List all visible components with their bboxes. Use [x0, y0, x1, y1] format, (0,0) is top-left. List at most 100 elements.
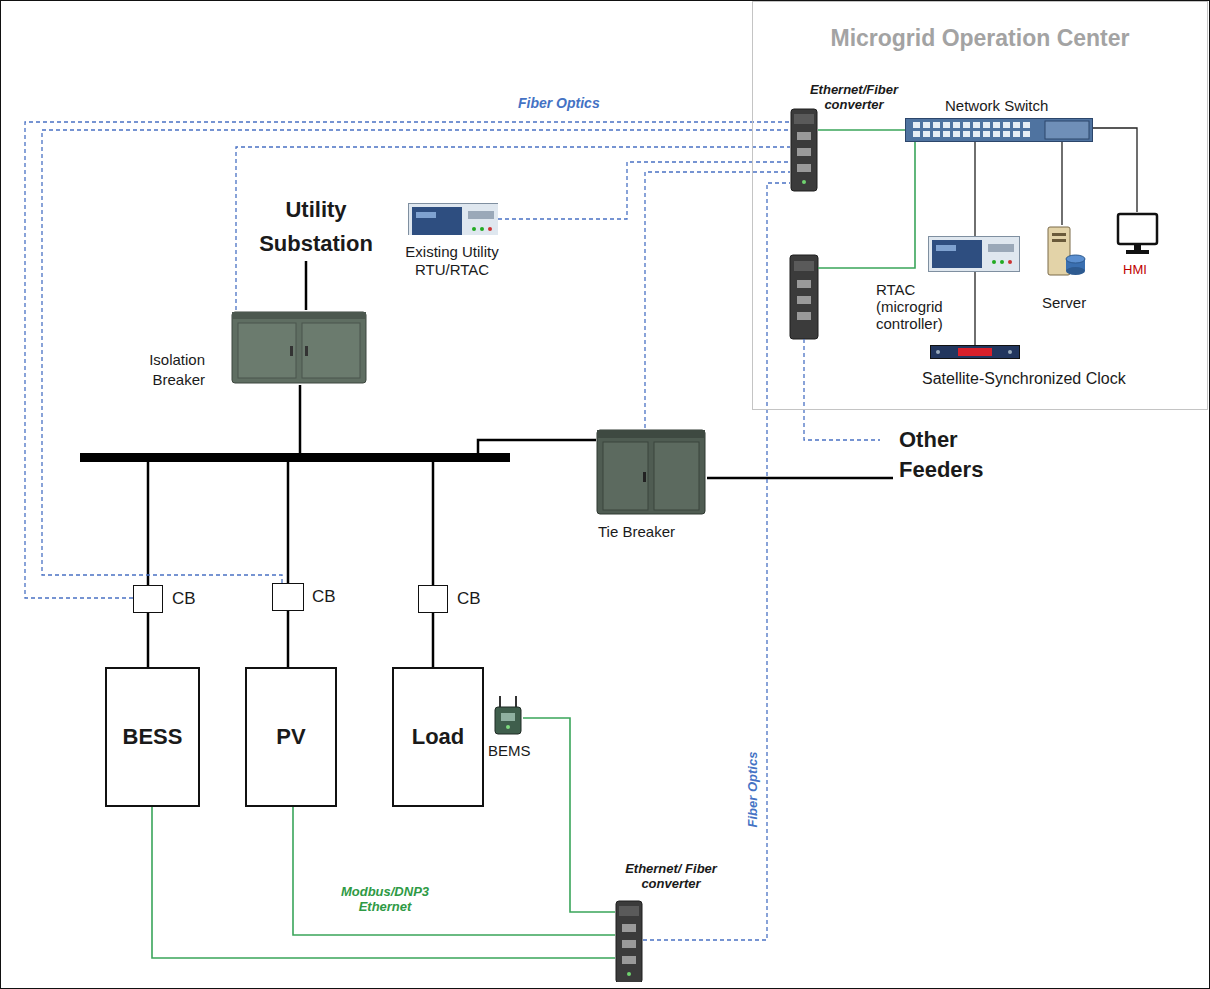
- connector-line: [25, 122, 790, 598]
- power-line: [299, 385, 302, 454]
- hmi-monitor-icon-part: [1134, 244, 1141, 250]
- wire-label: Fiber Optics: [518, 95, 618, 111]
- network-switch-icon-part: [973, 131, 980, 137]
- connector-line: [974, 142, 975, 236]
- node-label: BESS: [123, 724, 183, 750]
- isolation-breaker-icon-part: [238, 323, 296, 378]
- sync-clock-icon-part: [958, 348, 992, 356]
- sync-clock-icon: [930, 345, 1020, 359]
- sync-clock-icon-part: [931, 346, 1020, 359]
- network-switch-icon-part: [953, 131, 960, 137]
- network-switch-icon-part: [963, 122, 970, 128]
- rtac-controller-icon-part: [1008, 260, 1012, 264]
- fiber-converter-icon-part: [622, 940, 636, 948]
- node-label: BEMS: [488, 742, 548, 760]
- utility-rtu-icon-part: [409, 204, 499, 236]
- rtac-controller-icon-part: [988, 244, 1014, 252]
- connector-line: [147, 613, 150, 667]
- network-switch-icon-part: [906, 119, 1093, 142]
- tie-breaker-icon-part: [654, 442, 699, 510]
- tie-breaker-icon: [595, 428, 707, 516]
- rtac-controller-icon-part: [992, 260, 996, 264]
- sync-clock-icon-part: [936, 350, 940, 354]
- node-label: PV: [276, 724, 305, 750]
- utility-rtu-icon-part: [480, 227, 484, 231]
- isolation-breaker-icon-part: [305, 346, 308, 356]
- node-label: Load: [412, 724, 465, 750]
- bems-gateway-icon: [493, 695, 523, 735]
- converter-icon: [790, 255, 818, 339]
- network-switch-icon-part: [983, 131, 990, 137]
- converter-port: [797, 312, 811, 320]
- network-switch-icon-part: [923, 131, 930, 137]
- network-switch-icon-part: [1013, 131, 1020, 137]
- server-computer-icon: [1045, 225, 1087, 277]
- fiber-converter-icon-part: [627, 972, 631, 976]
- operation-center-panel: Microgrid Operation CenterEthernet/Fiber…: [752, 1, 1208, 410]
- rtac-controller: RTAC (microgrid controller): [928, 236, 1020, 272]
- network-switch-icon: [905, 118, 1093, 142]
- network-switch: Network Switch: [905, 118, 1093, 142]
- network-switch-icon-part: [983, 122, 990, 128]
- server-computer-icon-part: [1052, 239, 1066, 242]
- fiber-wire: [804, 339, 880, 440]
- node-label: Existing Utility RTU/RTAC: [393, 243, 511, 279]
- node-label: CB: [457, 589, 489, 609]
- fiber-converter: Ethernet/ Fiber converter: [615, 900, 643, 982]
- server-computer-icon-part: [1066, 255, 1085, 263]
- tie-breaker-icon-part: [597, 430, 705, 438]
- tie-breaker-icon-part: [597, 430, 705, 514]
- node-label: CB: [312, 587, 352, 607]
- converter-port: [794, 261, 814, 271]
- circuit-breaker: CB: [272, 583, 304, 611]
- node-label: Microgrid Operation Center: [752, 24, 1208, 52]
- isolation-breaker-icon-part: [290, 346, 293, 356]
- hmi-monitor-icon: [1115, 212, 1160, 257]
- connector-line: [974, 272, 975, 345]
- substation-label: Utility Substation: [252, 193, 380, 261]
- fiber-converter-icon: [615, 900, 643, 982]
- network-switch-icon-part: [963, 131, 970, 137]
- hmi-monitor: HMI: [1115, 212, 1160, 257]
- circuit-breaker: CB: [418, 585, 448, 613]
- node-label: Isolation Breaker: [120, 350, 205, 390]
- network-switch-icon-part: [1003, 131, 1010, 137]
- fiber-converter-icon-part: [622, 924, 636, 932]
- node-label: Ethernet/ Fiber converter: [612, 861, 730, 891]
- network-switch-icon-part: [933, 122, 940, 128]
- network-switch-icon-part: [1013, 122, 1020, 128]
- utility-rtu-icon-part: [488, 227, 492, 231]
- converter-port: [797, 296, 811, 304]
- connector-line: [707, 477, 893, 480]
- rtac-controller-icon-part: [929, 237, 1020, 272]
- hmi-monitor-icon-part: [1118, 214, 1157, 244]
- rtac-controller-icon-part: [936, 245, 956, 251]
- node-label: RTAC (microgrid controller): [876, 281, 954, 332]
- utility-rtu-icon-part: [412, 207, 462, 235]
- connector-line: [152, 807, 615, 958]
- bems-gateway: BEMS: [493, 695, 523, 735]
- bems-gateway-icon-part: [501, 713, 515, 721]
- node-label: Utility Substation: [252, 193, 380, 261]
- fiber-converter-icon-part: [794, 114, 814, 124]
- pv-box: PV: [245, 667, 337, 807]
- fiber-converter-icon-part: [616, 901, 642, 982]
- connector-line: [42, 130, 790, 583]
- fiber-converter-icon-part: [802, 180, 806, 184]
- connector-line: [498, 162, 790, 219]
- node-label: CB: [172, 589, 212, 609]
- utility-rtu-icon-part: [472, 227, 476, 231]
- node-label: Other Feeders: [899, 425, 1003, 485]
- power-line: [432, 461, 435, 585]
- rtac-controller-icon-part: [932, 240, 982, 268]
- utility-rtu-icon-part: [416, 212, 436, 218]
- network-switch-icon-part: [943, 131, 950, 137]
- connector-label: Modbus/DNP3 Ethernet: [325, 884, 445, 914]
- network-switch-icon-part: [993, 131, 1000, 137]
- fiber-converter-icon-part: [797, 148, 811, 156]
- connector-line: [523, 718, 615, 912]
- network-switch-icon-part: [943, 122, 950, 128]
- power-line: [478, 440, 596, 454]
- server-computer: Server: [1045, 225, 1087, 277]
